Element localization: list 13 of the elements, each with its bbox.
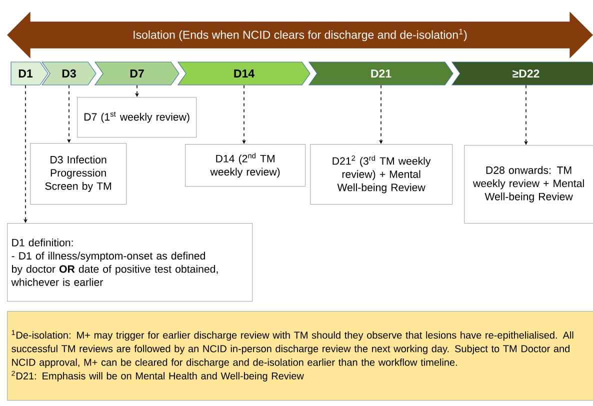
- review-box: D14 (2$^{nd}$ TM weekly review): [185, 144, 306, 187]
- review-box: D7 (1$^{st}$ weekly review): [77, 97, 197, 138]
- timeline-step: D1: [10, 62, 48, 86]
- timeline-step: D14: [177, 62, 310, 86]
- review-box: D21$^{2}$ (3$^{rd}$ TM weekly review) + Mental Well-being Review: [310, 144, 453, 205]
- timeline-step: ≥D22: [451, 62, 593, 86]
- timeline-step: D21: [308, 62, 454, 86]
- review-box: D28 onwards: TM weekly review + Mental Well-being Review: [464, 145, 593, 224]
- timeline-step: D7: [94, 62, 180, 86]
- footnote-box: $^{1}$De-isolation: M+ may trigger for earlier discharge review with TM should they observe that lesions have re-epithelialised. All successful TM reviews are followed by an NCID in-person discharge review the next working day. Subject to TM Doctor and NCID approval, M+ can be cleared for discharge and de-isolation earlier than the workflow timeline. $^{2}$D21: Emphasis will be on Mental Health and Well-being Review: [7, 311, 593, 401]
- review-box: D3 Infection Progression Screen by TM: [30, 143, 127, 205]
- timeline-step: D3: [41, 62, 96, 86]
- definition-box: D1 definition: - D1 of illness/symptom-onset as defined by doctor OR date of positive test obtained, whichever is earlier: [7, 222, 253, 302]
